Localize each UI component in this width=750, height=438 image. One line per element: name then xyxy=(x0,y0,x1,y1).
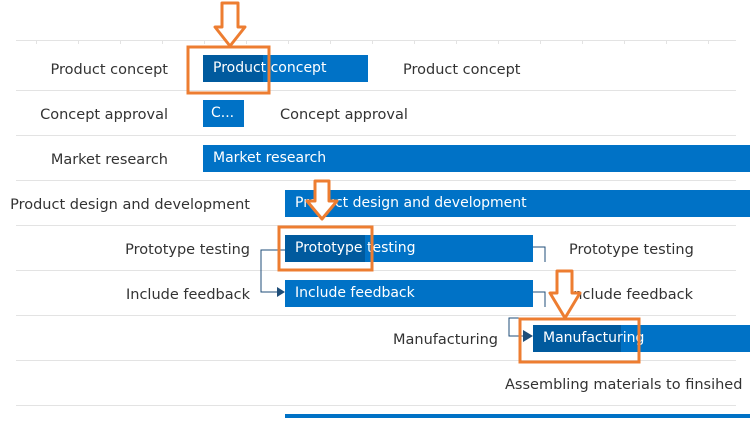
timeline-tick xyxy=(162,40,163,44)
row-divider xyxy=(16,315,736,316)
row-divider xyxy=(16,180,736,181)
task-bar-label: C... xyxy=(211,105,235,121)
task-label-product-design: Product design and development xyxy=(10,197,250,213)
timeline-tick xyxy=(288,40,289,44)
timeline-ruler xyxy=(16,40,736,41)
timeline-tick xyxy=(666,40,667,44)
task-bar-concept-approval[interactable]: C... xyxy=(203,100,244,127)
task-bar-include-feedback[interactable]: Include feedback xyxy=(285,280,533,307)
row-divider xyxy=(16,90,736,91)
task-right-label-assembling: Assembling materials to finsihed xyxy=(505,377,743,393)
task-bar-label: Product design and development xyxy=(295,195,527,211)
row-divider xyxy=(16,270,736,271)
task-right-label: Include feedback xyxy=(569,287,694,303)
timeline-tick xyxy=(498,40,499,44)
task-label-market-research: Market research xyxy=(50,152,168,168)
timeline-tick xyxy=(36,40,37,44)
timeline-tick xyxy=(456,40,457,44)
timeline-tick xyxy=(372,40,373,44)
timeline-tick xyxy=(624,40,625,44)
row-divider xyxy=(16,225,736,226)
task-bar-market-research[interactable]: Market research xyxy=(203,145,750,172)
timeline-tick xyxy=(78,40,79,44)
timeline-tick xyxy=(414,40,415,44)
timeline-tick xyxy=(120,40,121,44)
task-bar-product-design[interactable]: Product design and development xyxy=(285,190,750,217)
task-bar-prototype-testing[interactable]: Prototype testing xyxy=(285,235,533,262)
row-divider xyxy=(16,405,736,406)
task-bar-product-concept[interactable]: Product concept xyxy=(203,55,368,82)
task-right-label: Concept approval xyxy=(280,107,408,123)
timeline-tick xyxy=(330,40,331,44)
row-divider xyxy=(16,360,736,361)
task-label-concept-approval: Concept approval xyxy=(40,107,168,123)
task-label-prototype-testing: Prototype testing xyxy=(125,242,250,258)
task-bar-label: Manufacturing xyxy=(543,330,645,346)
task-label-product-concept: Product concept xyxy=(50,62,168,78)
task-bar-label: Include feedback xyxy=(295,285,415,301)
task-bar-label: Prototype testing xyxy=(295,240,416,256)
dependency-line xyxy=(533,246,546,262)
task-right-label: Product concept xyxy=(403,62,521,78)
dependency-line xyxy=(508,317,525,337)
timeline-tick xyxy=(246,40,247,44)
task-bar-assembling[interactable] xyxy=(285,414,750,418)
task-right-label: Prototype testing xyxy=(569,242,694,258)
task-label-manufacturing: Manufacturing xyxy=(393,332,498,348)
task-bar-manufacturing[interactable]: Manufacturing xyxy=(533,325,750,352)
timeline-tick xyxy=(708,40,709,44)
dependency-line xyxy=(260,249,285,293)
task-bar-label: Market research xyxy=(213,150,327,166)
row-divider xyxy=(16,135,736,136)
dependency-line xyxy=(533,291,546,307)
dependency-arrowhead-icon xyxy=(277,287,285,297)
task-bar-label: Product concept xyxy=(213,60,327,76)
task-label-include-feedback: Include feedback xyxy=(125,287,250,303)
timeline-tick xyxy=(540,40,541,44)
timeline-tick xyxy=(204,40,205,44)
timeline-tick xyxy=(582,40,583,44)
dependency-arrowhead-icon xyxy=(523,330,533,342)
